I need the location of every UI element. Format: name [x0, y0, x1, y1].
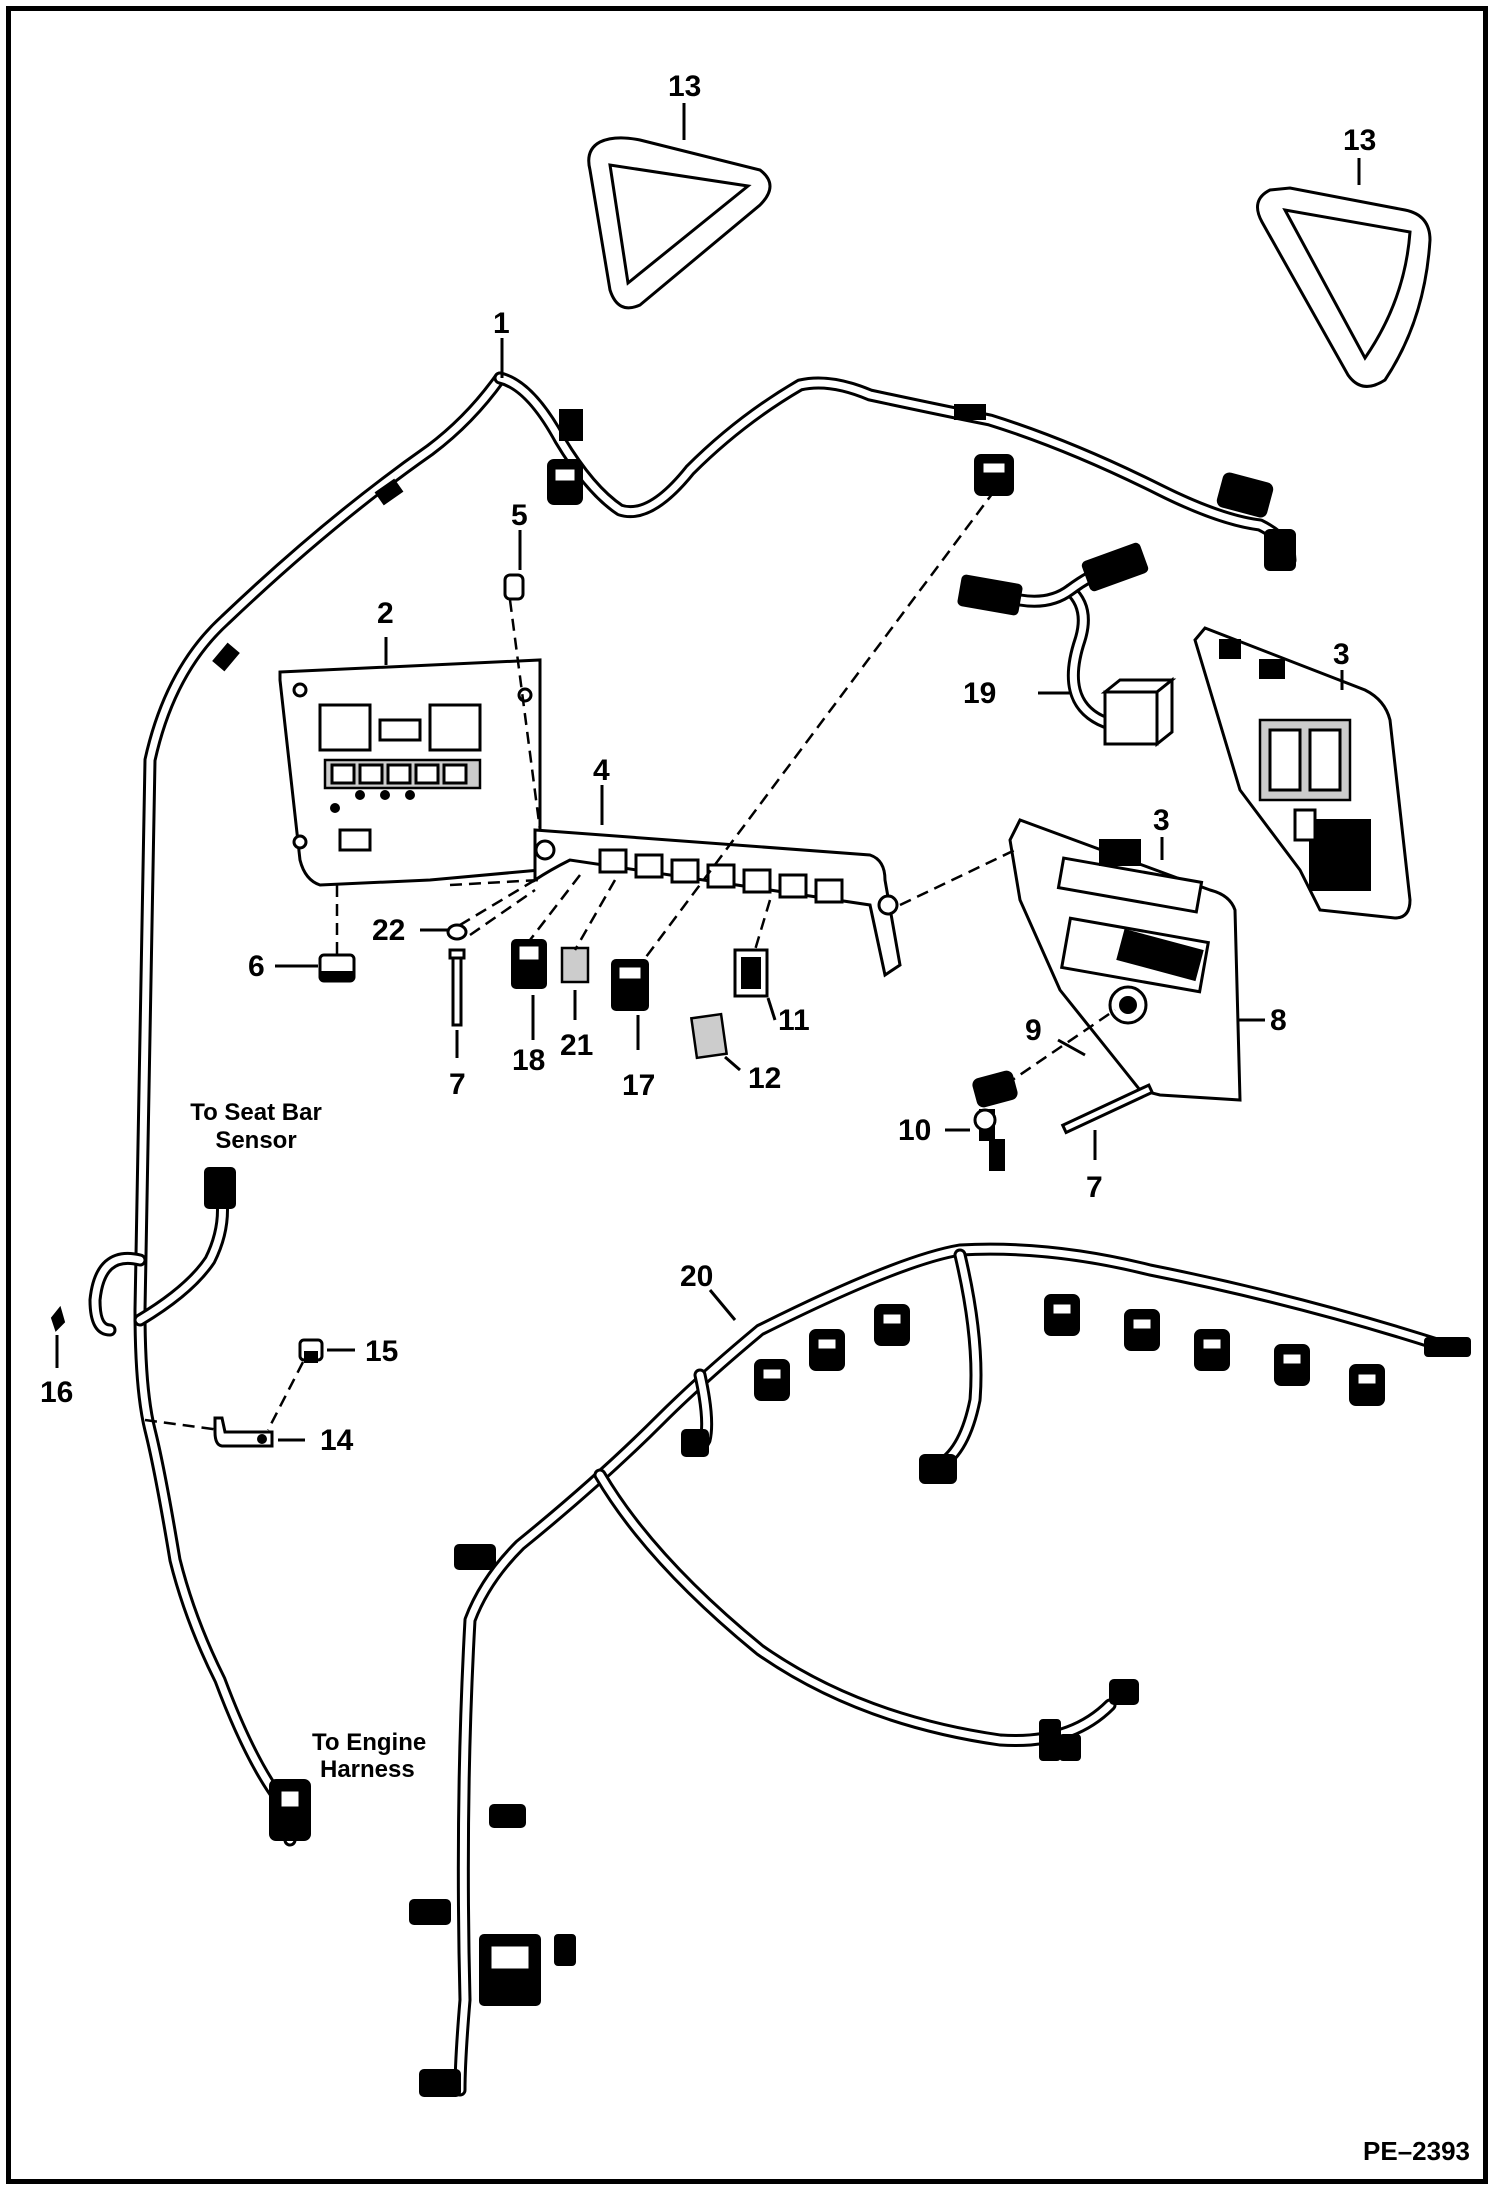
harness-notes: To Seat Bar Sensor To Engine Harness	[190, 1099, 426, 1783]
part-6-knob	[318, 953, 356, 983]
part-7-screw-left	[448, 948, 466, 1027]
callout-7b: 7	[1086, 1171, 1103, 1204]
part-13-seal-left	[587, 136, 772, 310]
part-18-switch	[511, 939, 547, 989]
leader-lines	[55, 103, 1361, 1442]
part-20-harness	[409, 1242, 1471, 2097]
callout-6: 6	[248, 950, 265, 983]
callout-22: 22	[372, 914, 405, 947]
part-7-screw-right	[1060, 1083, 1155, 1135]
callout-1: 1	[493, 307, 510, 340]
note-engine-line1: To Engine	[312, 1729, 426, 1756]
callout-18: 18	[512, 1044, 545, 1077]
callout-3b: 3	[1153, 804, 1170, 837]
part-3-right-panel-rear	[1193, 626, 1412, 920]
part-15-screw	[298, 1338, 324, 1363]
callout-7a: 7	[449, 1068, 466, 1101]
part-3-right-panel-front	[1008, 818, 1242, 1102]
callout-14: 14	[320, 1424, 354, 1457]
part-4-switch-panel	[533, 828, 902, 978]
note-engine-line2: Harness	[320, 1756, 415, 1783]
figure-code: PE–2393	[1363, 2136, 1470, 2166]
assembly-dash-lines	[144, 489, 1116, 1432]
callout-5: 5	[511, 499, 528, 532]
callout-20: 20	[680, 1260, 713, 1293]
part-13-seal-right	[1256, 186, 1432, 388]
callout-13b: 13	[1343, 124, 1376, 157]
part-2-left-panel	[278, 658, 542, 887]
part-1-main-harness	[88, 371, 1297, 1847]
note-seat-bar-line1: To Seat Bar	[190, 1099, 322, 1126]
callout-labels: 13 13 1 5 2 19 3 4 3 22 6 8 11 9 18 21 1…	[40, 70, 1376, 1457]
callout-12: 12	[748, 1062, 781, 1095]
callout-17: 17	[622, 1069, 655, 1102]
callout-21: 21	[560, 1029, 593, 1062]
callout-2: 2	[377, 597, 394, 630]
part-11-bezel	[733, 948, 769, 998]
callout-3a: 3	[1333, 638, 1350, 671]
part-12-lens	[689, 1012, 729, 1060]
callout-10: 10	[898, 1114, 931, 1147]
part-21-blank-plug	[560, 946, 590, 984]
part-22-washer	[446, 923, 468, 941]
callout-19: 19	[963, 677, 996, 710]
part-5-fastener	[503, 573, 525, 601]
part-14-bracket	[213, 1416, 274, 1448]
callout-4: 4	[593, 754, 610, 787]
part-17-switch	[611, 959, 649, 1011]
callout-13a: 13	[668, 70, 701, 103]
note-seat-bar-line2: Sensor	[215, 1127, 296, 1154]
part-10-keys	[972, 1070, 1018, 1171]
callout-8: 8	[1270, 1004, 1287, 1037]
callout-9: 9	[1025, 1014, 1042, 1047]
harness-20-connectors	[409, 1294, 1471, 2097]
callout-16: 16	[40, 1376, 73, 1409]
callout-11: 11	[778, 1004, 810, 1037]
figure-border	[6, 6, 1488, 2184]
part-16-tie	[50, 1305, 66, 1332]
callout-15: 15	[365, 1335, 398, 1368]
part-19-adapter-harness	[957, 542, 1177, 748]
